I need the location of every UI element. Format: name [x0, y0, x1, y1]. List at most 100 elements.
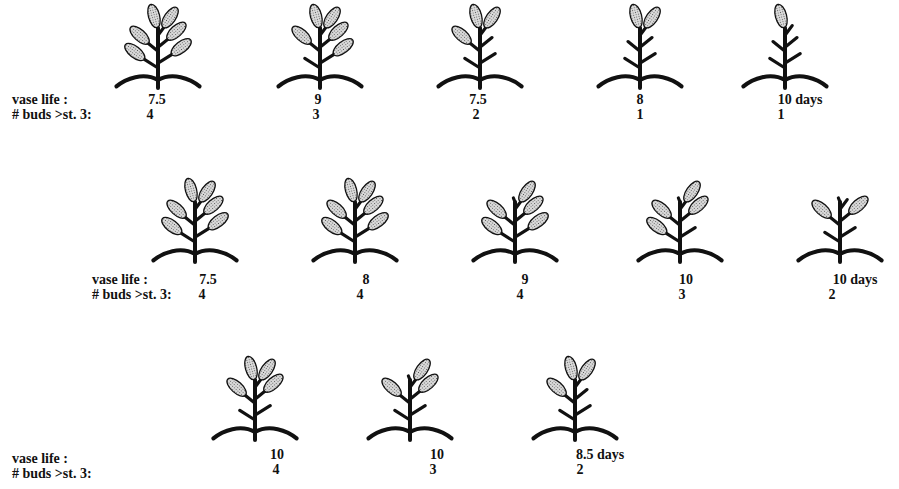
flower-bud	[342, 177, 359, 203]
pedicel	[158, 54, 173, 64]
flower-bud	[330, 35, 356, 59]
plant-sketch	[638, 179, 721, 262]
pedicel	[480, 38, 492, 48]
flower-bud	[261, 371, 286, 395]
figure-label: 4	[147, 107, 154, 122]
pedicel	[678, 198, 680, 202]
figure-label: 4	[357, 287, 364, 302]
pedicel	[575, 390, 587, 400]
flower-bud	[242, 355, 259, 381]
pedicel	[255, 406, 270, 416]
stem	[156, 28, 160, 88]
flower-bud	[544, 375, 569, 399]
base-leaf	[355, 250, 397, 260]
flower-bud	[145, 3, 162, 29]
base-leaf	[480, 76, 522, 86]
stem	[193, 202, 197, 262]
flower-bud	[122, 40, 148, 64]
figure-label: vase life :	[92, 272, 148, 287]
figure-label: 10	[270, 447, 284, 462]
base-leaf	[320, 76, 362, 86]
figure-label: 8	[363, 272, 370, 287]
pedicel	[320, 54, 335, 64]
pedicel	[785, 26, 792, 36]
figure-label: 8	[637, 92, 644, 107]
base-leaf	[743, 76, 785, 86]
flower-bud	[772, 3, 789, 29]
stem	[408, 380, 412, 440]
pedicel	[305, 58, 320, 68]
figure-label: 10 days	[778, 92, 823, 107]
pedicel	[773, 42, 785, 52]
pedicel	[785, 38, 797, 48]
pedicel	[665, 232, 680, 242]
figure-label: # buds >st. 3:	[92, 287, 172, 302]
base-leaf	[785, 76, 827, 86]
figure-label: 7.5	[148, 92, 166, 107]
pedicel	[480, 54, 495, 64]
pedicel	[180, 232, 195, 242]
stem	[353, 202, 357, 262]
figure-label: vase life :	[12, 451, 68, 466]
flower-bud	[168, 35, 194, 59]
figure-label: 3	[313, 107, 320, 122]
plant-sketch	[598, 3, 681, 88]
base-leaf	[213, 428, 255, 438]
figure-label: 9	[315, 92, 322, 107]
base-leaf	[515, 250, 557, 260]
flower-bud	[467, 3, 484, 29]
base-leaf	[368, 428, 410, 438]
pedicel	[680, 228, 695, 238]
pedicel	[640, 54, 655, 64]
flower-bud	[562, 355, 579, 381]
plant-sketch	[213, 355, 296, 440]
stem	[783, 28, 787, 88]
figure-label: 4	[273, 462, 280, 477]
plant-sketch	[368, 357, 451, 440]
plant-sketch	[313, 177, 396, 262]
figure-label: 1	[778, 107, 785, 122]
plant-sketch	[798, 193, 881, 262]
figure-label: # buds >st. 3:	[12, 466, 92, 481]
base-leaf	[195, 250, 237, 260]
pedicel	[355, 228, 370, 238]
flower-bud	[686, 193, 711, 217]
base-leaf	[473, 250, 515, 260]
figure-label: 1	[637, 107, 644, 122]
base-leaf	[575, 428, 617, 438]
base-leaf	[680, 250, 722, 260]
stem	[253, 380, 257, 440]
plant-sketch	[278, 3, 361, 88]
pedicel	[628, 42, 640, 52]
pedicel	[838, 198, 840, 202]
stem	[478, 28, 482, 88]
flower-bud	[205, 209, 231, 233]
figure-label: 3	[430, 462, 437, 477]
flower-bud	[846, 193, 871, 217]
pedicel	[840, 228, 855, 238]
pedicel	[340, 232, 355, 242]
figure-label: 9	[522, 272, 529, 287]
base-leaf	[116, 76, 158, 86]
base-leaf	[638, 250, 680, 260]
pedicel	[625, 58, 640, 68]
pedicel	[825, 232, 840, 242]
figure-label: vase life :	[12, 92, 68, 107]
base-leaf	[313, 250, 355, 260]
flower-bud	[644, 214, 670, 238]
base-leaf	[798, 250, 840, 260]
figure-label: 8.5 days	[576, 447, 624, 462]
pedicel	[575, 406, 590, 416]
base-leaf	[840, 250, 882, 260]
base-leaf	[158, 76, 200, 86]
flower-bud	[525, 209, 551, 233]
flower-bud	[182, 177, 199, 203]
base-leaf	[153, 250, 195, 260]
pedicel	[840, 200, 847, 210]
flower-bud	[576, 357, 599, 383]
stem	[838, 202, 842, 262]
figure-label: 4	[517, 287, 524, 302]
base-leaf	[598, 76, 640, 86]
